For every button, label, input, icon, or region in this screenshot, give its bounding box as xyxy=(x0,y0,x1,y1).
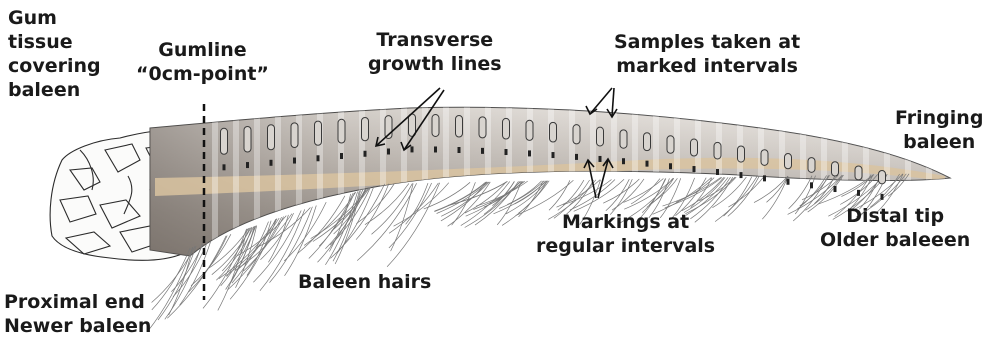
baleen-hair xyxy=(603,179,639,203)
sample-slot xyxy=(785,154,792,169)
interval-marking xyxy=(317,155,320,161)
interval-marking xyxy=(434,146,437,152)
interval-marking xyxy=(481,148,484,154)
baleen-hair xyxy=(356,184,389,240)
sample-slot xyxy=(221,128,228,154)
baleen-hair xyxy=(715,177,757,222)
baleen-hair xyxy=(435,182,486,211)
interval-marking xyxy=(246,162,249,168)
interval-marking xyxy=(763,175,766,181)
sample-slot xyxy=(714,142,721,159)
sample-slot xyxy=(291,123,298,148)
samples-label: Samples taken at marked intervals xyxy=(614,30,800,78)
sample-slot xyxy=(526,120,533,140)
sample-slot xyxy=(432,115,439,137)
interval-marking xyxy=(857,190,860,196)
sample-slot xyxy=(362,117,369,140)
interval-marking xyxy=(293,158,296,164)
baleen-hair xyxy=(665,177,722,207)
interval-marking xyxy=(693,166,696,172)
interval-marking xyxy=(458,147,461,153)
interval-marking xyxy=(340,153,343,159)
sample-slot xyxy=(761,150,768,166)
baleen-hair xyxy=(337,186,374,254)
sample-slot xyxy=(338,119,345,143)
sample-slot xyxy=(620,130,627,148)
interval-marking xyxy=(411,146,414,152)
baleen-hair xyxy=(221,226,256,286)
sample-slot xyxy=(573,125,580,144)
interval-marking xyxy=(599,156,602,162)
gumline-label: Gumline “0cm-point” xyxy=(136,38,269,86)
interval-marking xyxy=(552,152,555,158)
baleen-hair xyxy=(424,182,470,209)
interval-marking xyxy=(669,163,672,169)
sample-slot xyxy=(315,121,322,145)
baleen-hair xyxy=(325,192,357,265)
markings-label: Markings at regular intervals xyxy=(536,210,715,258)
interval-marking xyxy=(364,151,367,157)
sample-slot xyxy=(832,162,839,176)
baleen-hair xyxy=(461,182,510,226)
sample-slot xyxy=(550,122,557,142)
samples-arrow-1 xyxy=(590,88,612,114)
interval-marking xyxy=(740,172,743,178)
sample-slot xyxy=(456,116,463,138)
sample-slot xyxy=(479,117,486,138)
sample-slot xyxy=(644,133,651,151)
sample-slot xyxy=(244,127,251,153)
baleen-hair xyxy=(612,179,644,210)
distal-tip-label: Distal tip Older baleeen xyxy=(820,204,970,252)
baleen-hair xyxy=(387,183,440,267)
baleen-hairs-label: Baleen hairs xyxy=(298,270,431,294)
interval-marking xyxy=(223,164,226,170)
sample-slot xyxy=(691,139,698,156)
sample-slot xyxy=(268,125,275,150)
interval-marking xyxy=(834,186,837,192)
sample-slot xyxy=(855,166,862,180)
interval-marking xyxy=(787,179,790,185)
sample-slot xyxy=(597,127,604,146)
transverse-growth-lines-label: Transverse growth lines xyxy=(368,28,502,76)
interval-marking xyxy=(810,182,813,188)
interval-marking xyxy=(270,160,273,166)
interval-marking xyxy=(528,150,531,156)
interval-marking xyxy=(716,169,719,175)
interval-marking xyxy=(387,149,390,155)
gum-tissue-label: Gum tissue covering baleen xyxy=(8,6,101,102)
interval-marking xyxy=(575,154,578,160)
interval-marking xyxy=(622,158,625,164)
sample-slot xyxy=(808,158,815,173)
interval-marking xyxy=(505,149,508,155)
sample-slot xyxy=(879,170,886,183)
fringing-baleen-label: Fringing baleen xyxy=(895,106,983,154)
interval-marking xyxy=(881,194,884,200)
baleen-hair xyxy=(728,177,759,217)
interval-marking xyxy=(646,161,649,167)
sample-slot xyxy=(667,136,674,153)
sample-slot xyxy=(503,118,510,139)
proximal-end-label: Proximal end Newer baleen xyxy=(4,290,151,338)
samples-arrow-2 xyxy=(612,88,614,116)
sample-slot xyxy=(738,146,745,162)
